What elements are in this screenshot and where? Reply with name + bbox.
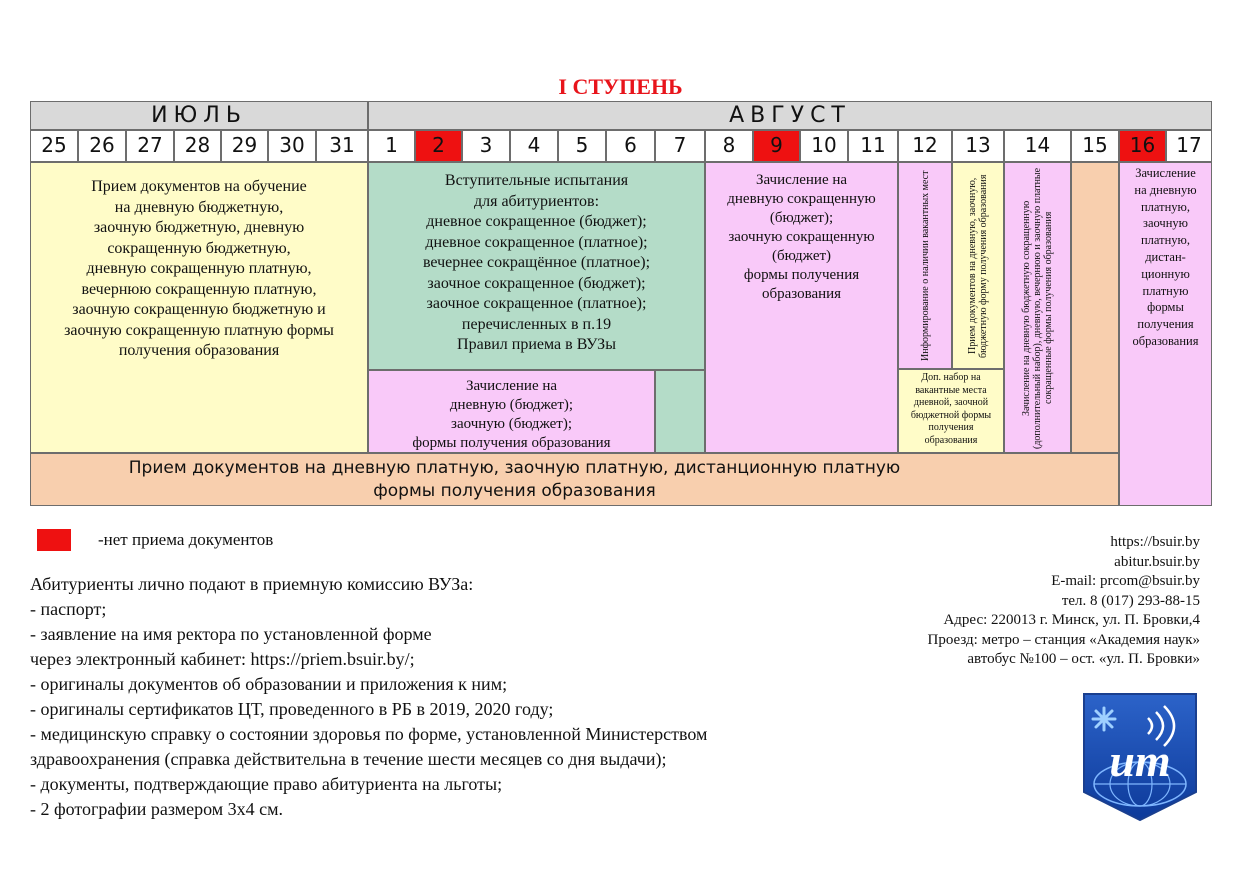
list-item: - заявление на имя ректора по установлен… [30,624,432,644]
enrollment-budget-vertical-block: Зачисление на дневную бюджетную сокращен… [1004,162,1071,453]
day-cell-7: 7 [655,130,705,162]
day-cell-15: 15 [1071,130,1119,162]
day-cell-9: 9 [753,130,800,162]
day-cell-10: 10 [800,130,848,162]
page-title: I СТУПЕНЬ [558,74,683,99]
vacancy-info-block: Информирование о наличии вакантных мест [898,162,952,369]
day-cell-8: 8 [705,130,753,162]
doc-reception-vertical-block: Прием документов на дневную, заочную, бю… [952,162,1004,369]
bus-text: автобус №100 – ост. «ул. П. Бровки» [967,651,1200,667]
list-item: - оригиналы документов об образовании и … [30,674,508,694]
day-cell-13: 13 [952,130,1004,162]
legend-red-swatch [37,529,71,551]
vacancy-info-text: Информирование о наличии вакантных мест [919,170,931,361]
day-cell-12: 12 [898,130,952,162]
address-text: Адрес: 220013 г. Минск, ул. П. Бровки,4 [943,612,1200,628]
requirements-list: Абитуриенты лично подают в приемную коми… [30,572,870,822]
list-item: - паспорт; [30,599,107,619]
day-cell-25: 25 [30,130,78,162]
day-cell-29: 29 [221,130,268,162]
day-cell-31: 31 [316,130,368,162]
list-item: через электронный кабинет: https://priem… [30,649,415,669]
logo-letters: ит [1109,735,1170,786]
day-cell-17: 17 [1166,130,1212,162]
doc-reception-vertical-text: Прием документов на дневную, заочную, бю… [967,173,989,358]
day-cell-2: 2 [415,130,462,162]
enrollment-budget-vertical-text: Зачисление на дневную бюджетную сокращен… [1021,166,1054,449]
abitur-link[interactable]: abitur.bsuir.by [1114,553,1200,570]
day-cell-5: 5 [558,130,606,162]
day-cell-27: 27 [126,130,174,162]
list-item: - документы, подтверждающие право абитур… [30,774,503,794]
month-july: ИЮЛЬ [30,101,368,130]
requirements-heading: Абитуриенты лично подают в приемную коми… [30,574,474,594]
website-link[interactable]: https://bsuir.by [1110,534,1200,550]
list-item: - медицинскую справку о состоянии здоров… [30,724,708,744]
contacts-block: https://bsuir.by abitur.bsuir.by E-mail:… [780,533,1200,670]
day-cell-6: 6 [606,130,655,162]
day-cell-11: 11 [848,130,898,162]
day-cell-28: 28 [174,130,221,162]
list-item: - оригиналы сертификатов ЦТ, проведенног… [30,699,554,719]
email-text[interactable]: E-mail: prcom@bsuir.by [1051,573,1200,589]
day-cell-26: 26 [78,130,126,162]
list-item: здравоохранения (справка действительна в… [30,749,667,769]
day-cell-14: 14 [1004,130,1071,162]
exam-continuation-block [655,370,705,453]
day-cell-16: 16 [1119,130,1166,162]
day-cell-1: 1 [368,130,415,162]
month-august: АВГУСТ [368,101,1212,130]
enrollment-day-correspondence-block: Зачисление на дневную (бюджет); заочную … [368,370,655,453]
list-item: - 2 фотографии размером 3х4 см. [30,799,284,819]
day-cell-30: 30 [268,130,316,162]
day-cell-4: 4 [510,130,558,162]
day-cell-3: 3 [462,130,510,162]
bsuir-logo-icon: ит [1080,688,1200,822]
paid-reception-block: Прием документов на дневную платную, зао… [30,453,1119,506]
day15-block [1071,162,1119,453]
transport-text: Проезд: метро – станция «Академия наук» [927,631,1200,648]
phone-text: тел. 8 (017) 293-88-15 [1061,592,1200,609]
legend-label: -нет приема документов [98,530,274,549]
